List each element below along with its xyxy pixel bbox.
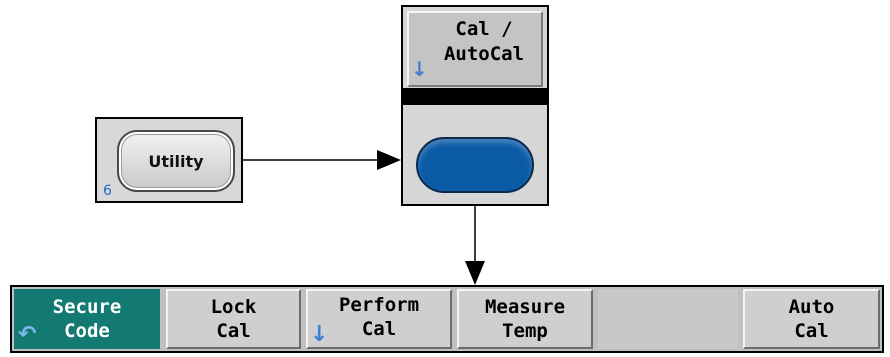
softkey-label-line1: Secure [52,296,122,318]
softkey-blank [598,289,738,349]
cal-autocal-panel: Cal / AutoCal ↓ [401,5,549,206]
return-icon: ↶ [18,322,37,347]
utility-key-panel: Utility 6 [95,117,243,203]
utility-number: 6 [103,183,112,199]
softkey-label-line1: Perform [338,294,420,316]
utility-button[interactable]: Utility [117,130,235,192]
softkey-secure-code[interactable]: Secure Code ↶ [14,289,160,349]
cal-label-line1: Cal / [455,18,513,40]
down-arrow-icon: ↓ [411,57,428,81]
softkey-perform-cal[interactable]: Perform Cal ↓ [306,289,452,349]
softkey-label-line2: Cal [794,320,829,342]
softkey-label-line1: Measure [484,296,566,318]
cal-autocal-softkey[interactable]: Cal / AutoCal ↓ [407,11,543,87]
utility-label: Utility [148,151,204,171]
cal-label-line2: AutoCal [443,43,525,65]
separator-bar [403,88,547,105]
softkey-label-line1: Lock [210,296,257,318]
softkey-bar: Secure Code ↶ Lock Cal Perform Cal ↓ Mea… [10,285,884,353]
softkey-label-line1: Auto [788,296,835,318]
blue-softkey-button[interactable] [416,137,534,193]
softkey-label-line2: Cal [361,318,397,340]
softkey-label-line2: Temp [502,320,548,342]
softkey-lock-cal[interactable]: Lock Cal [166,289,301,349]
softkey-label-line2: Cal [216,320,251,342]
softkey-label-line2: Code [64,320,110,342]
softkey-auto-cal[interactable]: Auto Cal [743,289,880,349]
down-arrow-icon: ↓ [310,322,329,347]
softkey-measure-temp[interactable]: Measure Temp [457,289,593,349]
